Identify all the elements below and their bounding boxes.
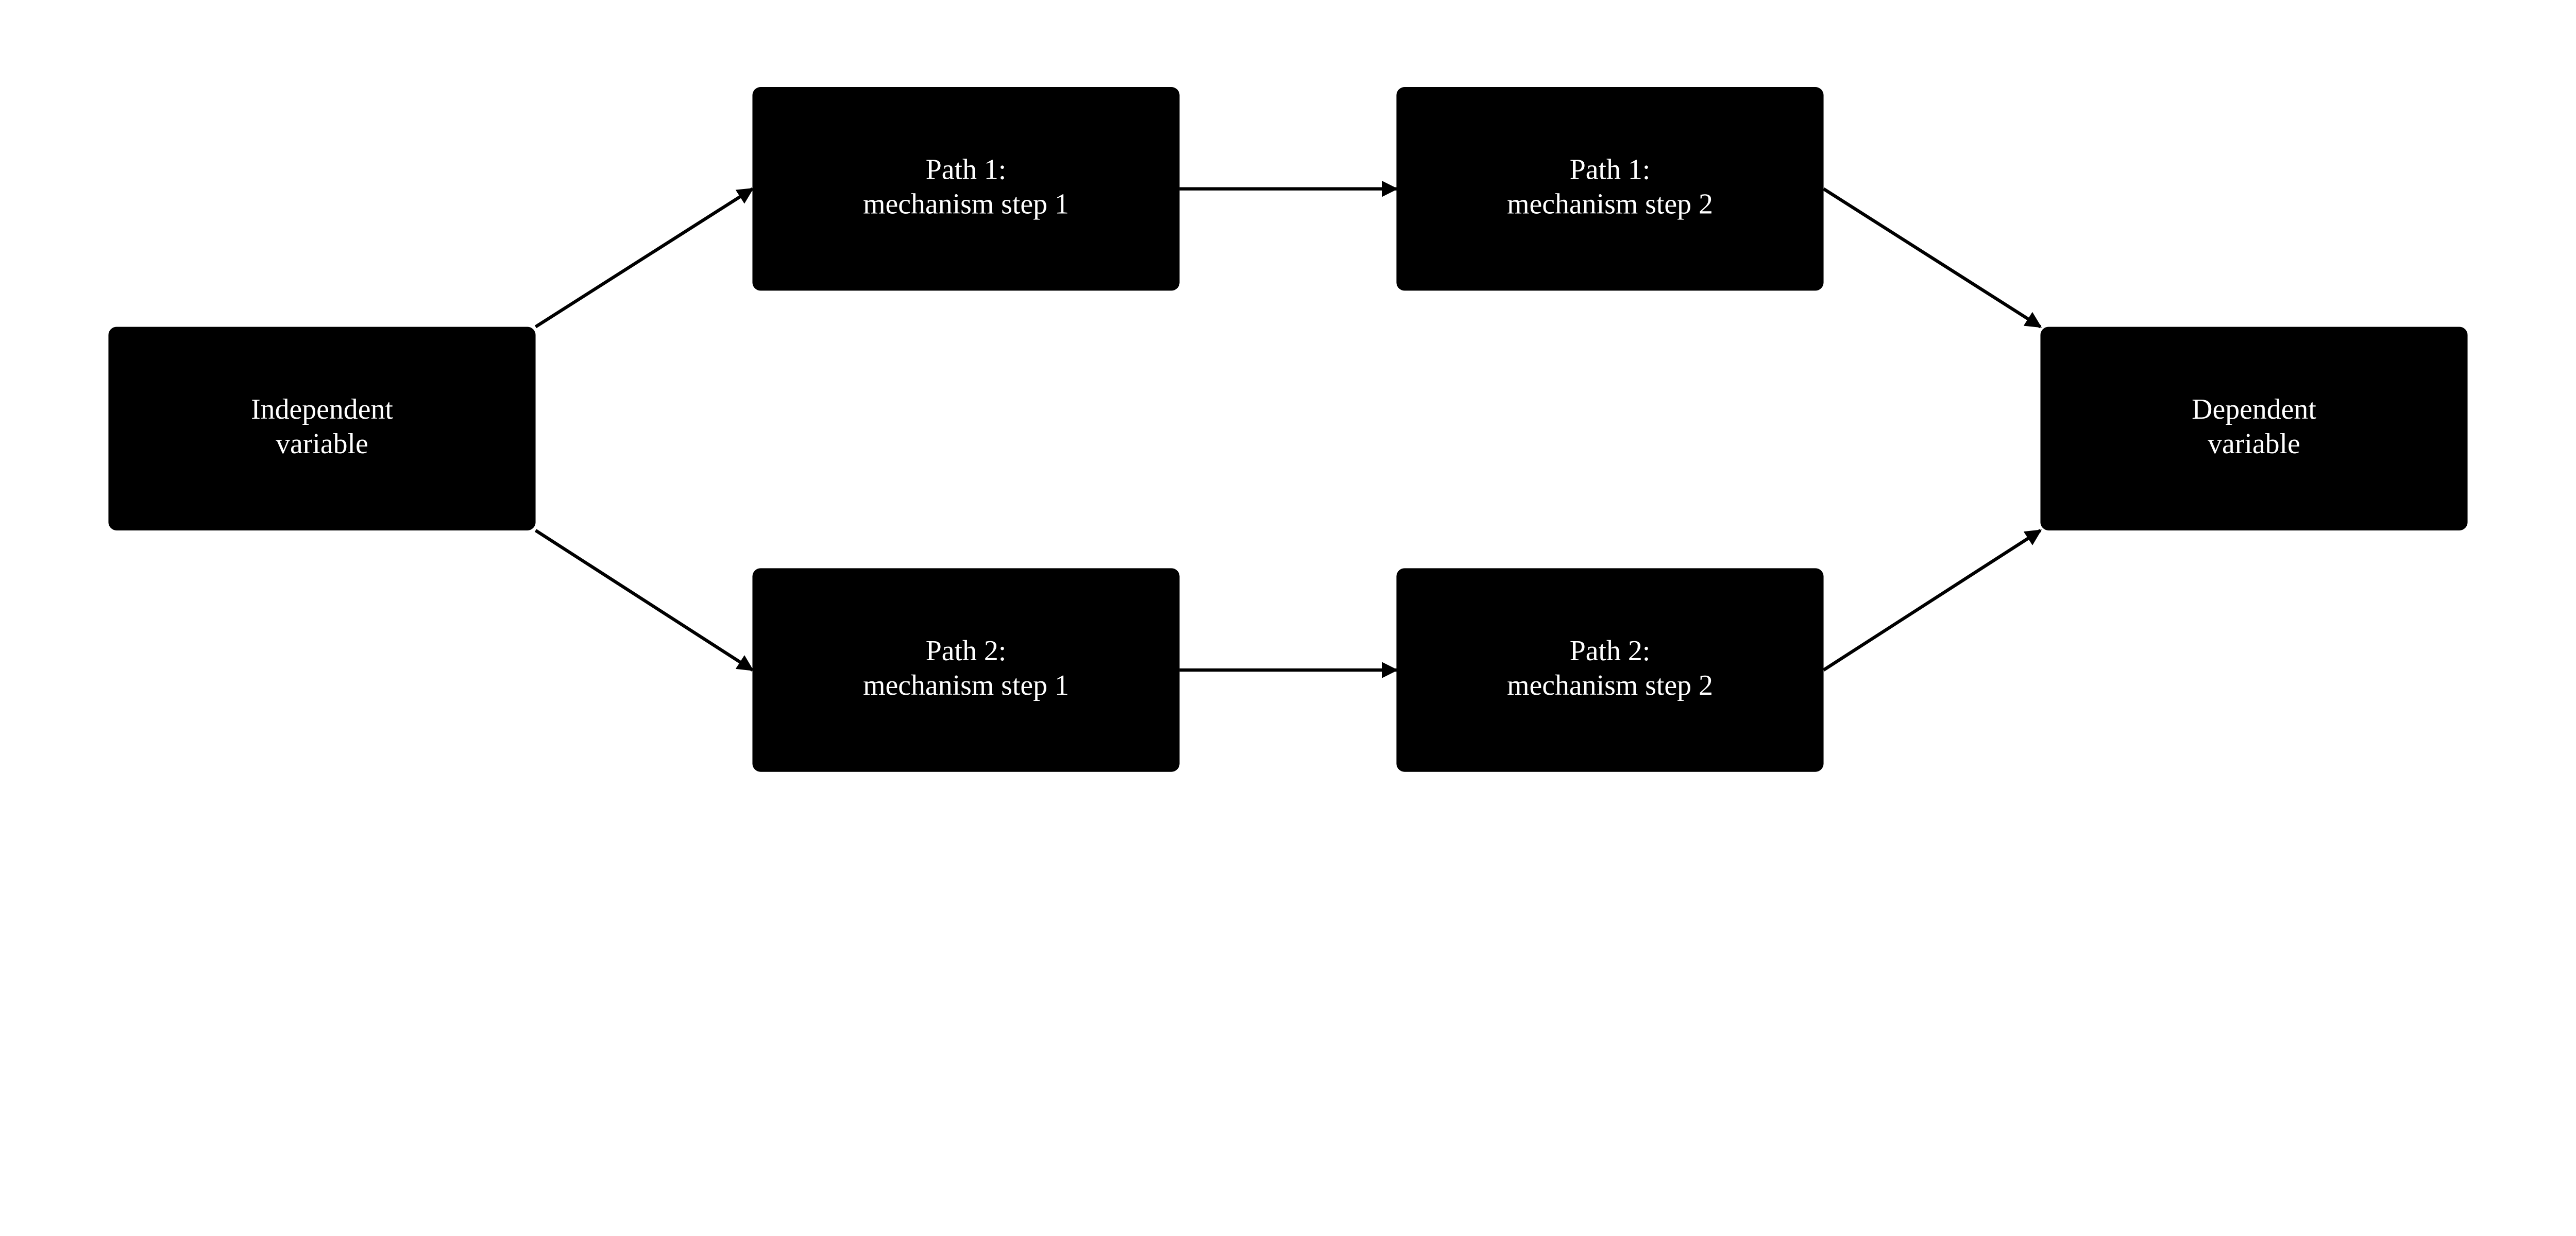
node-label-line: Dependent	[2192, 393, 2316, 425]
node-box	[752, 87, 1180, 291]
node-p2s1: Path 2:mechanism step 1	[752, 568, 1180, 772]
node-box	[752, 568, 1180, 772]
node-label-line: Path 2:	[1570, 635, 1651, 667]
node-box	[108, 327, 536, 530]
node-p1s2: Path 1:mechanism step 2	[1396, 87, 1824, 291]
arrow-p1s2-to-dv	[1822, 187, 2042, 329]
arrow-p2s2-to-dv	[1822, 529, 2042, 672]
node-label-line: mechanism step 1	[863, 670, 1069, 701]
node-label-line: variable	[276, 428, 368, 460]
node-label-line: Path 2:	[926, 635, 1007, 667]
node-box	[1396, 87, 1824, 291]
arrow-iv-to-p2s1	[534, 529, 754, 672]
node-box	[1396, 568, 1824, 772]
arrow-iv-to-p1s1	[534, 187, 754, 329]
edges	[534, 180, 2042, 678]
node-label-line: Path 1:	[926, 154, 1007, 186]
node-label-line: variable	[2208, 428, 2300, 460]
node-box	[2040, 327, 2468, 530]
node-label-line: mechanism step 2	[1507, 670, 1713, 701]
node-label-line: mechanism step 1	[863, 188, 1069, 220]
node-label-line: mechanism step 2	[1507, 188, 1713, 220]
node-label-line: Independent	[251, 393, 393, 425]
node-p2s2: Path 2:mechanism step 2	[1396, 568, 1824, 772]
node-p1s1: Path 1:mechanism step 1	[752, 87, 1180, 291]
node-label-line: Path 1:	[1570, 154, 1651, 186]
